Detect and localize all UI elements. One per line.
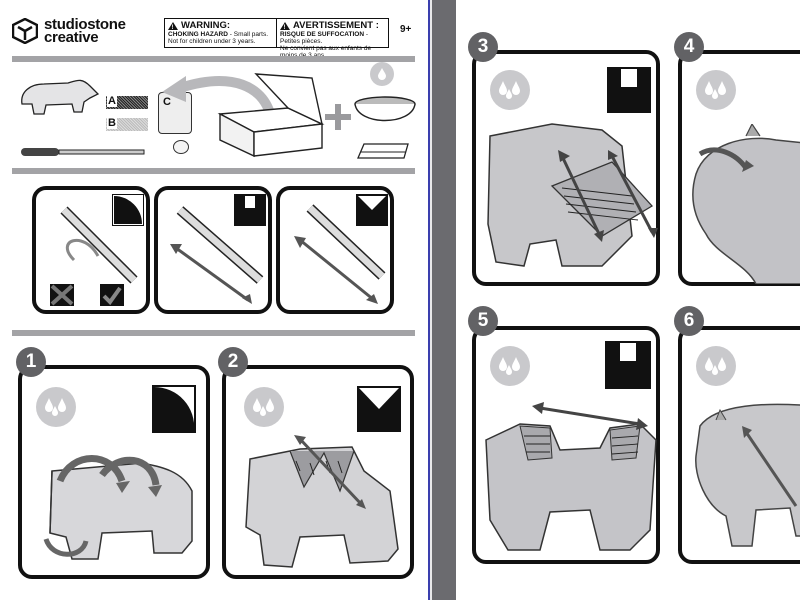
warning-box: WARNING: CHOKING HAZARD - Small parts. N… xyxy=(164,18,389,59)
step-6-panel xyxy=(678,326,800,564)
rhino-block-step3-illustration xyxy=(487,123,658,267)
warning-heading: WARNING: xyxy=(181,20,231,31)
section-divider xyxy=(12,56,415,62)
rhino-block-step1-illustration xyxy=(43,455,193,560)
step-2-panel xyxy=(222,365,414,579)
water-bowl-illustration xyxy=(354,96,416,122)
brand-name-line2: creative xyxy=(44,29,99,46)
notch-profile-icon xyxy=(605,341,651,389)
warning-hazard: CHOKING HAZARD xyxy=(168,31,228,38)
file-stroke-illustration xyxy=(294,204,386,304)
water-drops-icon xyxy=(490,346,530,386)
notch-profile-icon xyxy=(607,67,651,113)
step-4-panel xyxy=(678,50,800,286)
warning-age-text: Not for children under 3 years. xyxy=(168,38,256,45)
step-5-panel xyxy=(472,326,660,564)
warning-age-text-fr: Ne convient pas aux enfants de moins de … xyxy=(280,45,372,59)
age-rating: 9+ xyxy=(400,24,412,35)
instruction-page-left: studiostone creative WARNING: CHOKING HA… xyxy=(0,0,430,600)
file-technique-panel-angle xyxy=(276,186,394,314)
page-gutter xyxy=(432,0,456,600)
convex-profile-icon xyxy=(112,194,144,226)
warning-english: WARNING: CHOKING HAZARD - Small parts. N… xyxy=(165,19,276,47)
section-divider xyxy=(12,330,415,336)
file-rolling-illustration xyxy=(50,206,138,306)
warning-heading-fr: AVERTISSEMENT : xyxy=(293,20,379,31)
water-drops-icon xyxy=(244,387,284,427)
step-2-badge: 2 xyxy=(218,347,248,377)
brand-logo: studiostone creative xyxy=(12,16,126,46)
tape-roll-icon xyxy=(173,140,189,154)
warning-hazard-fr: RISQUE DE SUFFOCATION xyxy=(280,31,365,38)
sandpaper-b-label: B xyxy=(107,117,117,129)
sanding-sponge-c xyxy=(158,92,192,134)
file-stroke-illustration xyxy=(170,206,264,304)
warning-hazard-detail: - Small parts. xyxy=(227,31,269,38)
notch-profile-icon xyxy=(234,194,266,226)
warning-hazard-detail-fr: - Petites pièces. xyxy=(280,31,369,45)
convex-profile-icon xyxy=(152,385,196,433)
warning-triangle-icon xyxy=(280,22,290,33)
sanding-sponge-c-label: C xyxy=(163,96,171,108)
v-profile-icon xyxy=(356,194,388,226)
step-3-badge: 3 xyxy=(468,32,498,62)
water-drops-icon xyxy=(490,70,530,110)
warning-triangle-icon xyxy=(168,22,178,33)
rhino-carved-step4-illustration xyxy=(692,124,800,284)
file-tool-icon xyxy=(21,148,145,156)
warning-french: AVERTISSEMENT : RISQUE DE SUFFOCATION - … xyxy=(276,19,388,59)
rhino-block-step5-illustration xyxy=(485,402,657,551)
plus-sign-vertical xyxy=(335,104,341,130)
file-technique-panel-curve xyxy=(32,186,150,314)
v-profile-icon xyxy=(357,386,401,432)
brand-name-line1: studiostone xyxy=(44,16,126,33)
section-divider xyxy=(12,168,415,174)
step-4-badge: 4 xyxy=(674,32,704,62)
rhino-block-illustration xyxy=(21,79,100,115)
step-1-panel xyxy=(18,365,210,579)
towel-illustration xyxy=(357,143,409,159)
water-drops-icon xyxy=(696,70,736,110)
studiostone-logo-icon xyxy=(12,18,38,44)
instruction-page-right: 3 4 5 xyxy=(456,0,800,600)
file-technique-panel-flat xyxy=(154,186,272,314)
sandpaper-a-label: A xyxy=(107,95,117,107)
step-6-badge: 6 xyxy=(674,306,704,336)
rhino-finished-step6-illustration xyxy=(695,403,800,547)
step-1-badge: 1 xyxy=(16,347,46,377)
step-5-badge: 5 xyxy=(468,306,498,336)
water-drop-icon xyxy=(370,62,394,86)
water-drops-icon xyxy=(36,387,76,427)
water-drops-icon xyxy=(696,346,736,386)
open-box-illustration xyxy=(217,73,325,158)
step-3-panel xyxy=(472,50,660,286)
rhino-block-step2-illustration xyxy=(245,435,399,568)
